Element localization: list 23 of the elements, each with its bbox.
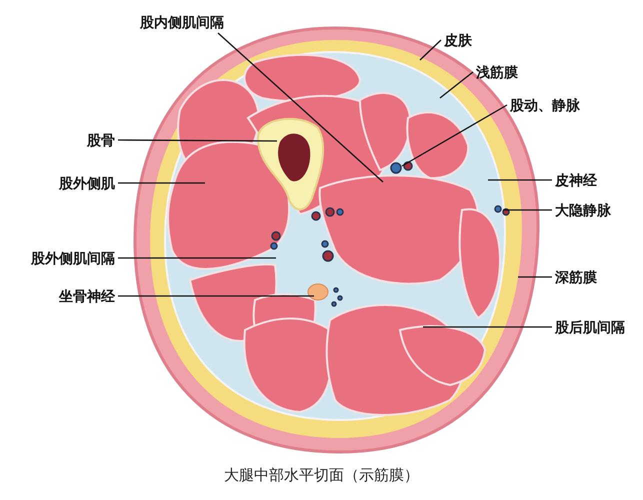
part-label: 股骨 (87, 131, 115, 149)
part-label: 股动、静脉 (510, 96, 580, 114)
leader-line (488, 179, 552, 181)
leader-line (118, 295, 314, 297)
leader-line (118, 139, 277, 142)
part-label: 皮肤 (444, 31, 472, 49)
part-label: 股后肌间隔 (555, 318, 625, 336)
caption: 大腿中部水平切面（示筋膜） (223, 466, 420, 485)
leader-line (118, 182, 205, 184)
leader-line (518, 276, 552, 278)
part-label: 股内侧肌间隔 (140, 13, 224, 31)
part-label: 大隐静脉 (555, 201, 611, 219)
leader-line (423, 326, 552, 328)
part-label: 深筋膜 (555, 268, 597, 286)
leader-line (440, 71, 474, 99)
part-label: 浅筋膜 (476, 63, 518, 81)
part-label: 皮神经 (555, 171, 597, 189)
part-label: 坐骨神经 (59, 287, 115, 305)
part-label: 股外侧肌 (59, 174, 115, 192)
leader-line (218, 32, 384, 182)
leader-line (503, 209, 552, 211)
part-label: 股外侧肌间隔 (31, 249, 115, 267)
leader-line (118, 257, 276, 259)
